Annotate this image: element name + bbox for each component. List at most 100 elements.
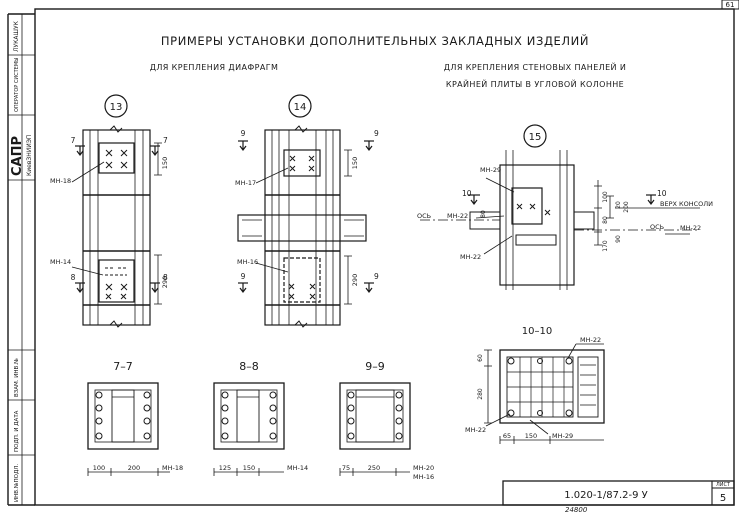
section-7-7-outline bbox=[87, 382, 159, 450]
view-15-dim-20: 20 bbox=[615, 201, 622, 209]
view-14-part-top: МН-17 bbox=[235, 179, 256, 187]
view-15-studs bbox=[516, 203, 551, 216]
view-15-axis-left: ОСЬ bbox=[417, 212, 431, 220]
view-14-section-top-left: 9 bbox=[241, 129, 246, 138]
view-14-section-top-right: 9 bbox=[374, 129, 379, 138]
view-13-plate-top bbox=[98, 142, 135, 174]
view-13-dim-top: 150 bbox=[161, 157, 169, 169]
stamp-org-line1: САПР bbox=[10, 136, 25, 176]
view-15-dim-170: 170 bbox=[602, 240, 609, 252]
doc-code: 1.020-1/87.2-9 У bbox=[564, 490, 647, 501]
section-10-10-part-left: МН-22 bbox=[465, 426, 486, 434]
view-15-console bbox=[573, 211, 595, 230]
section-9-9-label: 9–9 bbox=[365, 360, 385, 373]
view-15-column bbox=[499, 164, 575, 286]
view-13-number: 13 bbox=[110, 102, 123, 113]
view-15-section-left: 10 bbox=[462, 189, 472, 198]
view-13: 13 bbox=[71, 94, 162, 328]
title-block bbox=[502, 480, 735, 506]
view-14-part-bottom: МН-16 bbox=[237, 258, 258, 266]
subtitle-right-line2: КРАЙНЕЙ ПЛИТЫ В УГЛОВОЙ КОЛОННЕ bbox=[446, 78, 624, 89]
section-9-9-bars bbox=[347, 391, 403, 440]
stamp-name-operator: ЛУКАШУК bbox=[13, 20, 20, 52]
view-15-axis-right: ОСЬ bbox=[650, 223, 664, 231]
view-15-number: 15 bbox=[529, 132, 542, 143]
view-15-part-22-b: МН-22 bbox=[460, 253, 481, 261]
view-15-part-22-c: МН-22 bbox=[680, 224, 701, 232]
section-7-7-dim-b: 200 bbox=[128, 464, 140, 472]
view-15-console-top: ВЕРХ КОНСОЛИ bbox=[660, 200, 713, 208]
section-10-10-dim-280: 280 bbox=[477, 388, 484, 400]
section-10-10-label: 10–10 bbox=[522, 326, 552, 337]
view-13-section-top-right: 7 bbox=[163, 136, 168, 145]
section-7-7-dim-a: 100 bbox=[93, 464, 105, 472]
sheet-frame bbox=[34, 8, 735, 506]
view-15-dim-100: 100 bbox=[602, 191, 609, 203]
subtitle-left: ДЛЯ КРЕПЛЕНИЯ ДИАФРАГМ bbox=[150, 63, 279, 72]
section-9-9 bbox=[339, 382, 411, 476]
section-8-8-label: 8–8 bbox=[239, 360, 259, 373]
section-8-8-bars bbox=[221, 391, 277, 440]
view-15-marker bbox=[523, 124, 547, 148]
view-14-section-bottom-right: 9 bbox=[374, 272, 379, 281]
section-8-8-outline bbox=[213, 382, 285, 450]
view-14-section-bottom-left: 9 bbox=[241, 272, 246, 281]
section-7-7 bbox=[87, 382, 170, 476]
view-14-number: 14 bbox=[294, 102, 307, 113]
stamp-field-podp: ПОДП. И ДАТА bbox=[14, 410, 20, 452]
stamp-role-operator: ОПЕРАТОР СИСТЕМЫ bbox=[14, 57, 20, 112]
view-14-studs bbox=[288, 155, 316, 300]
view-15-dim-80-b: 80 bbox=[480, 210, 487, 218]
side-stamp: ЛУКАШУК ОПЕРАТОР СИСТЕМЫ САПР КиевЗНИИЭП… bbox=[10, 20, 33, 502]
view-15-plate bbox=[511, 187, 543, 225]
view-15: 15 bbox=[420, 124, 700, 290]
corner-number: 61 bbox=[726, 1, 735, 9]
section-7-7-label: 7–7 bbox=[113, 360, 133, 373]
section-10-10-dim-150: 150 bbox=[525, 432, 537, 440]
view-13-section-bottom-left: 8 bbox=[71, 273, 76, 282]
view-14: 14 bbox=[237, 94, 374, 328]
section-10-10-part-bottom: МН-29 bbox=[552, 432, 573, 440]
sheet-number: 5 bbox=[720, 493, 726, 504]
sheet-label: ЛИСТ bbox=[716, 482, 731, 488]
view-15-plate-lower bbox=[515, 234, 557, 246]
view-13-marker bbox=[104, 94, 128, 118]
section-8-8-dim-b: 150 bbox=[243, 464, 255, 472]
section-9-9-outline bbox=[339, 382, 411, 450]
section-7-7-bars bbox=[95, 391, 151, 440]
section-10-10-bars bbox=[507, 357, 573, 417]
view-13-column bbox=[82, 129, 151, 326]
view-13-section-bottom-right: 8 bbox=[163, 273, 168, 282]
view-14-column bbox=[264, 129, 341, 326]
view-14-marker bbox=[288, 94, 312, 118]
view-15-dim-80-a: 80 bbox=[602, 216, 609, 224]
view-14-dim-top: 150 bbox=[351, 157, 359, 169]
view-13-studs bbox=[105, 149, 128, 300]
section-9-9-dim-a: 75 bbox=[342, 464, 350, 472]
section-10-10 bbox=[484, 343, 605, 444]
view-15-dim-90: 90 bbox=[615, 235, 622, 243]
view-13-part-top: МН-18 bbox=[50, 177, 71, 185]
footer-note: 24800 bbox=[565, 506, 588, 513]
section-8-8 bbox=[213, 382, 285, 476]
sheet-title: ПРИМЕРЫ УСТАНОВКИ ДОПОЛНИТЕЛЬНЫХ ЗАКЛАДН… bbox=[161, 33, 589, 48]
view-13-section-top-left: 7 bbox=[71, 136, 76, 145]
section-9-9-part-b: МН-16 bbox=[413, 473, 434, 481]
view-15-part-29: МН-29 bbox=[480, 166, 501, 174]
view-13-plate-bottom bbox=[98, 259, 135, 303]
section-9-9-part-a: МН-20 bbox=[413, 464, 434, 472]
stamp-field-vzam: ВЗАМ. ИНВ.№ bbox=[14, 358, 20, 397]
section-10-10-dim-60: 60 bbox=[477, 354, 484, 362]
section-8-8-dim-a: 125 bbox=[219, 464, 231, 472]
view-14-plate-bottom bbox=[283, 257, 321, 303]
view-15-part-22-a: МН-22 bbox=[447, 212, 468, 220]
view-13-dim-bottom: 290 bbox=[161, 276, 169, 288]
view-15-section-right: 10 bbox=[657, 189, 667, 198]
section-10-10-outline bbox=[499, 349, 605, 424]
view-13-part-bottom: МН-14 bbox=[50, 258, 71, 266]
section-9-9-dim-b: 250 bbox=[368, 464, 380, 472]
view-15-slab-left bbox=[469, 211, 501, 230]
view-14-plate-top bbox=[283, 149, 321, 177]
section-10-10-dim-65: 65 bbox=[503, 432, 511, 440]
